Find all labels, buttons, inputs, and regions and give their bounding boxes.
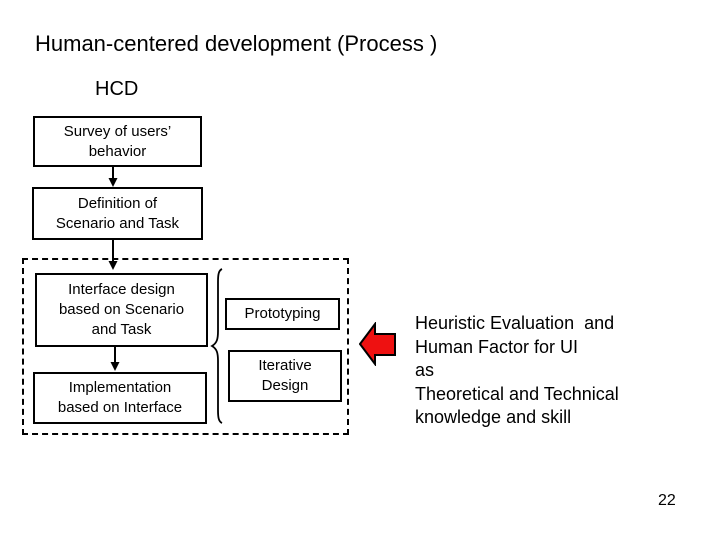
iteration-dashed-group	[22, 258, 349, 435]
down-arrow-icon	[110, 347, 120, 371]
flow-box-iterative-design-label: Iterative Design	[258, 357, 312, 394]
heuristic-annotation: Heuristic Evaluation and Human Factor fo…	[415, 313, 619, 427]
flow-box-survey: Survey of users’ behavior	[33, 116, 202, 167]
page-title: Human-centered development (Process )	[35, 31, 438, 56]
down-arrow-icon	[108, 167, 118, 187]
flow-box-definition: Definition of Scenario and Task	[32, 187, 203, 240]
flow-box-iterative-design: Iterative Design	[228, 350, 342, 402]
flow-box-implementation-label: Implementation based on Interface	[57, 379, 183, 416]
flow-box-implementation: Implementation based on Interface	[33, 372, 207, 424]
flow-box-prototyping: Prototyping	[225, 298, 340, 330]
flow-box-definition-label: Definition of Scenario and Task	[55, 194, 180, 232]
page-number: 22	[658, 492, 676, 509]
left-block-arrow-icon	[359, 322, 396, 366]
hcd-label: HCD	[95, 78, 139, 100]
flow-box-survey-label: Survey of users’ behavior	[63, 122, 172, 160]
flow-box-interface-design: Interface design based on Scenario and T…	[35, 273, 208, 347]
flow-box-prototyping-label: Prototyping	[244, 305, 321, 322]
flow-box-interface-design-label: Interface design based on Scenario and T…	[58, 281, 185, 338]
curly-brace-icon	[210, 268, 223, 424]
